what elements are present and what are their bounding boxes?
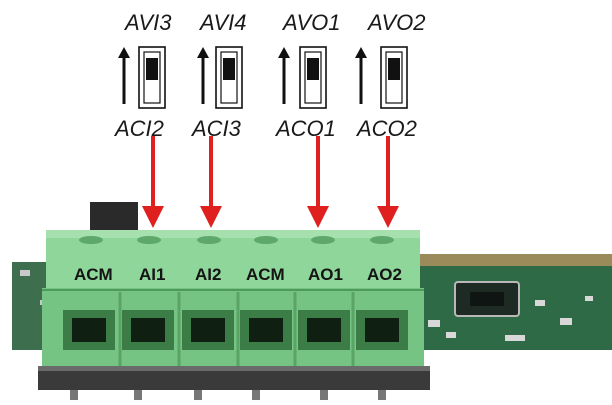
up-arrow-icon: [355, 47, 367, 104]
terminal-label-acm-1: ACM: [74, 265, 113, 284]
switch-group-3: [278, 47, 326, 108]
wire-slot: [356, 310, 408, 350]
terminal-label-ao2: AO2: [367, 265, 402, 284]
red-down-arrow-icon: [142, 136, 164, 228]
terminal-label-ao1: AO1: [308, 265, 343, 284]
switch-group-1: [118, 47, 165, 108]
terminal-label-ai2: AI2: [195, 265, 221, 284]
red-down-arrow-icon: [307, 136, 329, 228]
switch-label-avi3: AVI3: [123, 10, 172, 35]
up-arrow-icon: [197, 47, 209, 104]
wire-slot: [122, 310, 174, 350]
up-arrow-icon: [118, 47, 130, 104]
switch-group-2: [197, 47, 242, 108]
up-arrow-icon: [278, 47, 290, 104]
switch-label-avo1: AVO1: [281, 10, 340, 35]
dip-switch-icon[interactable]: [381, 47, 407, 108]
red-down-arrow-icon: [200, 136, 222, 228]
wire-slot: [240, 310, 292, 350]
dip-switch-icon[interactable]: [300, 47, 326, 108]
switch-label-avo2: AVO2: [366, 10, 425, 35]
terminal-label-acm-2: ACM: [246, 265, 285, 284]
dip-switch-icon[interactable]: [139, 47, 165, 108]
switch-label-aci2: ACI2: [113, 116, 164, 141]
dip-switch-icon[interactable]: [216, 47, 242, 108]
switch-label-aci3: ACI3: [190, 116, 242, 141]
terminal-label-ai1: AI1: [139, 265, 165, 284]
wire-slot: [298, 310, 350, 350]
red-down-arrow-icon: [377, 136, 399, 228]
wire-slot: [63, 310, 115, 350]
switch-label-aco2: ACO2: [355, 116, 417, 141]
wire-slot: [182, 310, 234, 350]
switch-label-aco1: ACO1: [274, 116, 336, 141]
switch-label-avi4: AVI4: [198, 10, 246, 35]
terminal-block: [38, 230, 430, 400]
switch-group-4: [355, 47, 407, 108]
black-connector: [90, 202, 138, 234]
